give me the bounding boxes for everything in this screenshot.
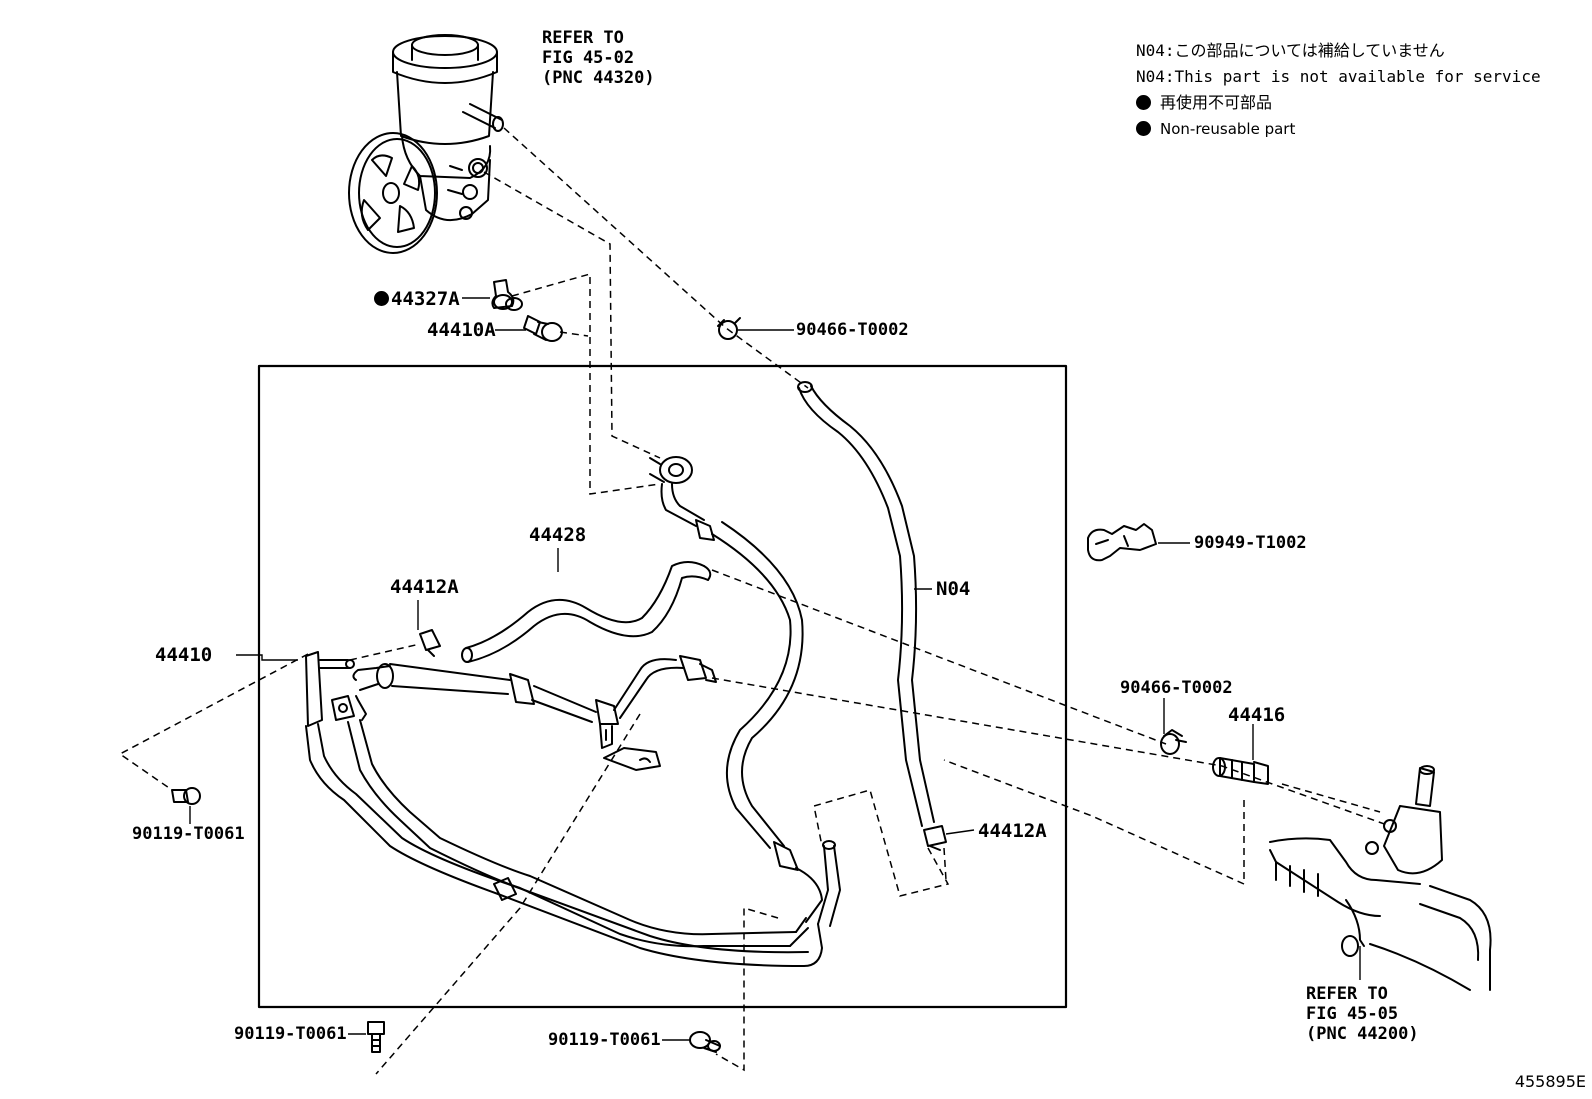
- steering-gear: [1269, 765, 1492, 991]
- figure-number: 455895E: [1514, 1072, 1586, 1091]
- bolt-90119-left: [171, 787, 201, 805]
- dashed-guides: [118, 127, 1391, 1075]
- union-44416: [1212, 757, 1269, 785]
- non-reusable-dot-icon: [1136, 95, 1151, 110]
- clamp-44412A-left: [419, 629, 441, 657]
- label-90119-bottom-mid[interactable]: 90119-T0061: [548, 1030, 661, 1050]
- non-reusable-dot-icon: [374, 291, 389, 306]
- label-90119-bottom-left[interactable]: 90119-T0061: [234, 1024, 347, 1044]
- note-row-nonreusable-jp: 再使用不可部品: [1136, 90, 1541, 116]
- leader-lines: [189, 297, 1361, 1041]
- label-44410A[interactable]: 44410A: [427, 319, 496, 341]
- return-hose-N04: [797, 381, 935, 827]
- ref-pump-line1: REFER TO: [542, 28, 624, 48]
- note-text: N04:この部品については補給していません: [1136, 41, 1445, 60]
- label-44412A-right[interactable]: 44412A: [978, 820, 1047, 842]
- ref-gear-line2: FIG 45-05: [1306, 1004, 1399, 1024]
- ref-gear-line1: REFER TO: [1306, 984, 1388, 1004]
- ref-pump-line3: (PNC 44320): [542, 68, 655, 88]
- label-44327A[interactable]: 44327A: [374, 290, 460, 309]
- assembly-frame: [257, 364, 1068, 1009]
- clip-44327A: [491, 279, 523, 311]
- label-90949[interactable]: 90949-T1002: [1194, 533, 1307, 553]
- clamp-90466-right: [1160, 729, 1187, 755]
- label-44428[interactable]: 44428: [529, 524, 587, 546]
- clamp-90949: [1087, 523, 1157, 562]
- note-row-jp: N04:この部品については補給していません: [1136, 38, 1541, 64]
- label-44327A-text: 44327A: [391, 288, 460, 310]
- label-90466-top[interactable]: 90466-T0002: [796, 320, 909, 340]
- non-reusable-dot-icon: [1136, 121, 1151, 136]
- clamp-44412A-right: [923, 825, 947, 851]
- note-text: Non-reusable part: [1160, 120, 1296, 138]
- label-44416[interactable]: 44416: [1228, 704, 1286, 726]
- label-N04[interactable]: N04: [936, 578, 971, 600]
- label-44412A-left[interactable]: 44412A: [390, 576, 459, 598]
- pump-illustration: [348, 34, 504, 254]
- legend-notes: N04:この部品については補給していません N04:This part is n…: [1136, 38, 1541, 142]
- label-90466-right[interactable]: 90466-T0002: [1120, 678, 1233, 698]
- note-text: N04:This part is not available for servi…: [1136, 67, 1541, 86]
- pressure-hose: [649, 456, 841, 927]
- bolt-90119-bottom-mid: [689, 1031, 721, 1053]
- ref-pump-line2: FIG 45-02: [542, 48, 635, 68]
- label-90119-left[interactable]: 90119-T0061: [132, 824, 245, 844]
- suction-hose-44428: [461, 561, 712, 663]
- ref-gear: REFER TO FIG 45-05 (PNC 44200): [1306, 984, 1419, 1044]
- note-row-nonreusable-en: Non-reusable part: [1136, 116, 1541, 142]
- bolt-44410A: [523, 315, 563, 342]
- ref-pump: REFER TO FIG 45-02 (PNC 44320): [542, 28, 655, 88]
- label-44410[interactable]: 44410: [155, 644, 213, 666]
- note-row-en: N04:This part is not available for servi…: [1136, 64, 1541, 90]
- ref-gear-line3: (PNC 44200): [1306, 1024, 1419, 1044]
- tube-assembly-44410: [305, 651, 823, 967]
- note-text: 再使用不可部品: [1160, 93, 1273, 112]
- bolt-90119-bottom-left: [367, 1021, 385, 1053]
